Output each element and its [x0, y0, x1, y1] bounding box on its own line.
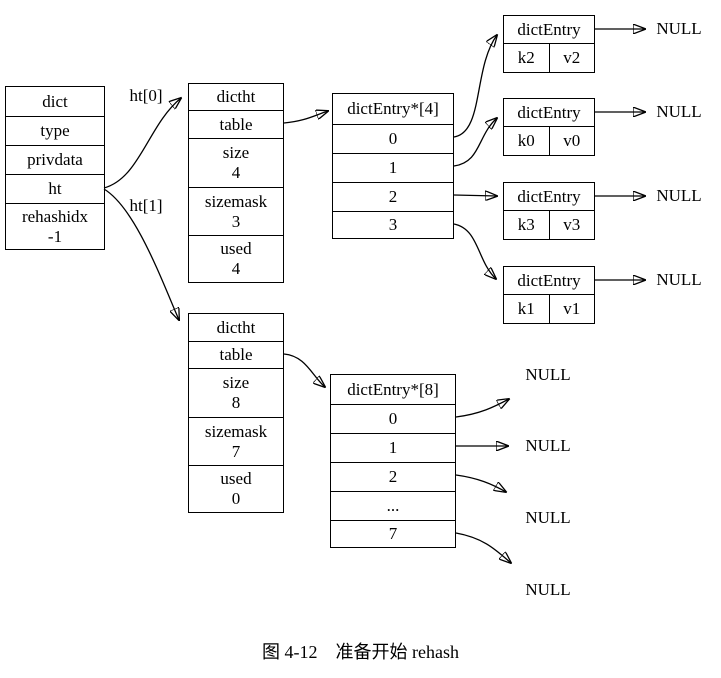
entry-k1-box: dictEntry k1 v1	[503, 266, 595, 324]
dictht1-field-table: table	[189, 341, 283, 368]
dictht1-field-used: used 0	[189, 465, 283, 512]
dictht0-field-sizemask: sizemask 3	[189, 187, 283, 235]
arrow-bucket4-slot2-to-entry-k3	[453, 195, 497, 196]
sizemask-label: sizemask	[204, 191, 268, 211]
entry-k3-box: dictEntry k3 v3	[503, 182, 595, 240]
dict-field-type: type	[6, 116, 104, 145]
arrow-table0-to-bucket4	[283, 111, 328, 124]
null-label-entry-k3: NULL	[656, 186, 702, 205]
dict-field-ht: ht	[6, 174, 104, 203]
null-label-slot1: NULL	[525, 436, 571, 455]
used-label: used	[220, 239, 252, 258]
bucket4-title: dictEntry*[4]	[347, 99, 439, 118]
used-label: used	[220, 469, 252, 488]
bucket8-slot-7: 7	[331, 520, 455, 547]
dictht0-field-used: used 4	[189, 235, 283, 282]
used-value: 4	[231, 259, 241, 278]
bucket4-slot-2: 2	[333, 182, 453, 211]
entry-k3-key: k3	[517, 215, 535, 234]
arrow-bucket8-slot0-to-null	[455, 399, 509, 418]
dict-field-privdata: privdata	[6, 145, 104, 174]
null-label-entry-k1: NULL	[656, 270, 702, 289]
bucket4-slot-1: 1	[333, 153, 453, 182]
entry-k2-value: v2	[548, 44, 595, 72]
dictht0-box: dictht table size 4 sizemask 3 used 4	[188, 83, 284, 283]
ht1-pointer-label: ht[1]	[129, 196, 163, 215]
size-label: size	[222, 143, 250, 162]
size-value: 8	[231, 393, 241, 412]
null-label-entry-k0: NULL	[656, 102, 702, 121]
bucket4-slot-0: 0	[333, 124, 453, 153]
bucket8-slot-dots: ...	[331, 491, 455, 520]
bucket-array-4-box: dictEntry*[4] 0 1 2 3	[332, 93, 454, 239]
null-label-slot0: NULL	[525, 365, 571, 384]
sizemask-label: sizemask	[204, 421, 268, 441]
entry-k1-key: k1	[517, 299, 535, 318]
bucket-array-8-box: dictEntry*[8] 0 1 2 ... 7	[330, 374, 456, 548]
dictht0-field-table: table	[189, 110, 283, 138]
bucket8-slot-0: 0	[331, 404, 455, 433]
null-label-slot2: NULL	[525, 508, 571, 527]
sizemask-value: 3	[231, 211, 241, 231]
size-value: 4	[231, 163, 241, 182]
bucket8-slot-1: 1	[331, 433, 455, 462]
entry-k1-title: dictEntry	[504, 267, 594, 295]
entry-k2-title: dictEntry	[504, 16, 594, 44]
entry-k0-value: v0	[548, 127, 595, 155]
entry-k0-title: dictEntry	[504, 99, 594, 127]
dictht0-field-size: size 4	[189, 138, 283, 187]
sizemask-value: 7	[231, 441, 241, 461]
dict-title: dict	[42, 91, 68, 111]
dictht0-title: dictht	[216, 87, 256, 106]
null-label-entry-k2: NULL	[656, 19, 702, 38]
entry-k1-value: v1	[548, 295, 595, 323]
entry-k2-box: dictEntry k2 v2	[503, 15, 595, 73]
bucket4-slot-3: 3	[333, 211, 453, 238]
figure-caption: 图 4-12 准备开始 rehash	[262, 642, 459, 662]
dict-field-rehashidx: rehashidx -1	[6, 203, 104, 249]
rehashidx-label: rehashidx	[21, 206, 89, 226]
entry-k3-title: dictEntry	[504, 183, 594, 211]
bucket8-slot-2: 2	[331, 462, 455, 491]
arrow-bucket4-slot1-to-entry-k0	[453, 118, 497, 167]
arrow-bucket4-slot0-to-entry-k2	[453, 35, 497, 138]
arrow-bucket8-slot7-to-null	[455, 532, 511, 563]
size-label: size	[222, 373, 250, 392]
entry-k2-key: k2	[517, 48, 535, 67]
dictht1-box: dictht table size 8 sizemask 7 used 0	[188, 313, 284, 513]
dictht1-title: dictht	[216, 317, 256, 337]
dictht1-field-sizemask: sizemask 7	[189, 417, 283, 465]
dict-struct-box: dict type privdata ht rehashidx -1	[5, 86, 105, 250]
entry-k0-box: dictEntry k0 v0	[503, 98, 595, 156]
used-value: 0	[231, 489, 241, 508]
null-label-slot7: NULL	[525, 580, 571, 599]
entry-k0-key: k0	[517, 131, 535, 150]
arrow-bucket4-slot3-to-entry-k1	[453, 223, 496, 279]
entry-k3-value: v3	[548, 211, 595, 239]
rehashidx-value: -1	[47, 226, 63, 246]
arrow-bucket8-slot2-to-null	[455, 474, 506, 492]
arrow-ht0-to-dictht0	[103, 98, 181, 189]
dictht1-field-size: size 8	[189, 368, 283, 417]
arrow-table1-to-bucket8	[283, 353, 325, 387]
bucket8-title: dictEntry*[8]	[347, 379, 439, 399]
ht0-pointer-label: ht[0]	[129, 86, 163, 105]
